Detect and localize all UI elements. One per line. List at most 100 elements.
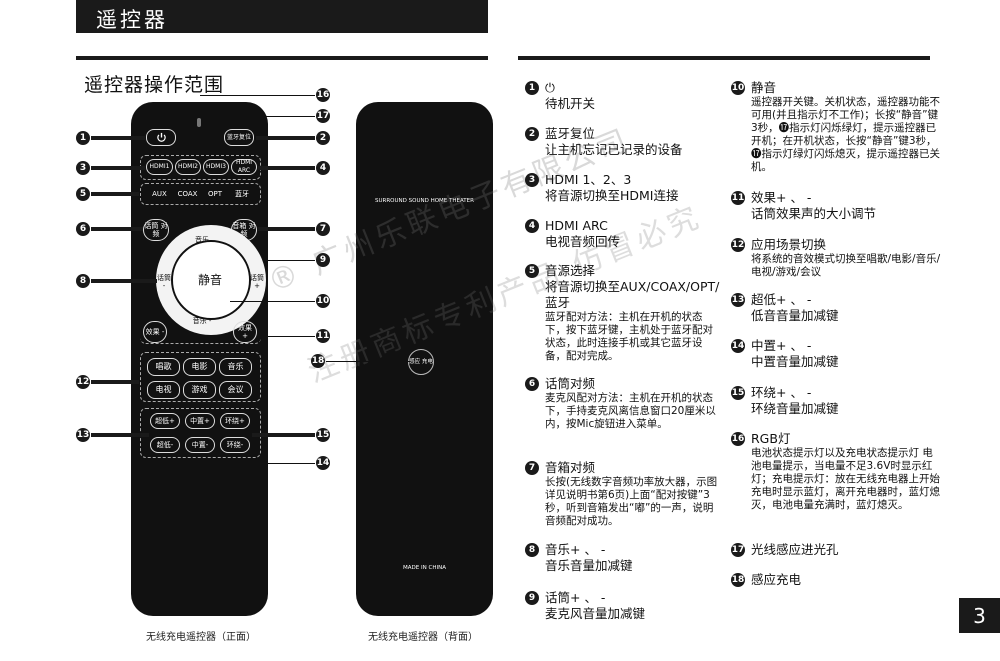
center-up-button[interactable]: 中置+	[185, 413, 215, 429]
desc-title-9: 话筒+ 、 -	[545, 590, 606, 605]
hdmi-arc-button[interactable]: HDMI ARC	[231, 159, 257, 175]
hdmi2-button[interactable]: HDMI2	[175, 159, 201, 175]
bluetooth-source-button[interactable]: 蓝牙	[235, 190, 249, 198]
scene-game-button[interactable]: 游戏	[183, 381, 216, 399]
callout-6: 6	[76, 222, 90, 236]
desc-title-18: 感应充电	[751, 572, 802, 587]
callout-1: 1	[76, 131, 90, 145]
coax-button[interactable]: COAX	[177, 190, 198, 198]
leader-4	[258, 166, 315, 170]
music-down-button[interactable]: 音乐 -	[192, 317, 212, 325]
callout-2: 2	[316, 131, 330, 145]
effect-down-button[interactable]: 效果 -	[143, 321, 167, 343]
mic-up-button[interactable]: 话筒 +	[250, 274, 264, 290]
bt-reset-button[interactable]: 蓝牙复位	[224, 129, 254, 146]
mic-pair-button[interactable]: 话筒 对频	[143, 219, 169, 241]
scene-sing-button[interactable]: 唱歌	[147, 358, 180, 376]
callout-4: 4	[316, 161, 330, 175]
desc-text-5: 将音源切换至AUX/COAX/OPT/蓝牙	[545, 279, 720, 310]
callout-13: 13	[76, 428, 90, 442]
sub-down-button[interactable]: 超低-	[150, 437, 180, 453]
back-caption: 无线充电遥控器（背面）	[368, 632, 478, 643]
desc-title-17: 光线感应进光孔	[751, 542, 839, 557]
scene-movie-button[interactable]: 电影	[183, 358, 216, 376]
desc-item-14: 14 中置+ 、 - 中置音量加减键	[731, 338, 931, 370]
leader-2	[256, 136, 315, 140]
callout-16: 16	[316, 88, 330, 102]
right-divider	[518, 56, 930, 60]
leader-17	[210, 116, 315, 117]
desc-title-11: 效果+ 、 -	[751, 190, 812, 205]
desc-item-3: 3 HDMI 1、2、3 将音源切换至HDMI连接	[525, 172, 725, 204]
desc-note-5: 蓝牙配对方法：主机在开机的状态下，按下蓝牙键，主机处于蓝牙配对状态，此时连接手机…	[545, 311, 713, 362]
desc-item-15: 15 环绕+ 、 - 环绕音量加减键	[731, 385, 931, 417]
opt-button[interactable]: OPT	[207, 190, 222, 198]
desc-text-13: 低音音量加减键	[751, 308, 839, 323]
leader-7	[258, 227, 315, 231]
desc-title-8: 音乐+ 、 -	[545, 542, 606, 557]
desc-note-16: 电池状态提示灯以及充电状态提示灯 电池电量提示，当电量不足3.6V时显示红灯；充…	[751, 447, 940, 511]
desc-item-8: 8 音乐+ 、 - 音乐音量加减键	[525, 542, 725, 574]
callout-11: 11	[316, 329, 330, 343]
leader-8	[91, 279, 157, 283]
leader-16	[200, 95, 315, 96]
desc-item-13: 13 超低+ 、 - 低音音量加减键	[731, 292, 931, 324]
mute-button[interactable]: 静音	[197, 273, 222, 287]
desc-item-9: 9 话筒+ 、 - 麦克风音量加减键	[525, 590, 725, 622]
desc-text-14: 中置音量加减键	[751, 354, 839, 369]
leader-11	[262, 336, 315, 337]
effect-up-button[interactable]: 效果 +	[233, 321, 257, 343]
center-down-button[interactable]: 中置-	[185, 437, 215, 453]
desc-title-3: HDMI 1、2、3	[545, 172, 632, 187]
aux-button[interactable]: AUX	[152, 190, 167, 198]
desc-title-15: 环绕+ 、 -	[751, 385, 812, 400]
callout-10: 10	[316, 294, 330, 308]
scene-music-button[interactable]: 音乐	[219, 358, 252, 376]
page-header-title: 遥控器	[96, 8, 168, 32]
desc-item-11: 11 效果+ 、 - 话筒效果声的大小调节	[731, 190, 931, 222]
desc-item-7: 7 音箱对频 长按(无线数字音频功率放大器，示图详见说明书第6页)上面“配对按键…	[525, 460, 720, 528]
callout-5: 5	[76, 187, 90, 201]
power-button[interactable]	[146, 129, 176, 146]
callout-9: 9	[316, 253, 330, 267]
desc-note-6: 麦克风配对方法：主机在开机的状态下，手持麦克风离信息窗口20厘米以内，按Mic旋…	[545, 392, 716, 430]
desc-text-15: 环绕音量加减键	[751, 401, 839, 416]
desc-item-2: 2 蓝牙复位 让主机忘记已记录的设备	[525, 126, 725, 158]
desc-title-13: 超低+ 、 -	[751, 292, 812, 307]
hdmi1-button[interactable]: HDMI1	[146, 159, 173, 175]
callout-12: 12	[76, 375, 90, 389]
effect-group	[140, 317, 261, 344]
leader-3	[91, 166, 145, 170]
callout-15: 15	[316, 428, 330, 442]
surround-down-button[interactable]: 环绕-	[220, 437, 250, 453]
scene-tv-button[interactable]: 电视	[147, 381, 180, 399]
leader-9	[264, 260, 315, 261]
desc-text-8: 音乐音量加减键	[545, 558, 633, 573]
desc-item-10: 10 静音 遥控器开关键。关机状态，遥控器功能不可用(并且指示灯不工作)；长按“…	[731, 80, 940, 173]
hdmi3-button[interactable]: HDMI3	[203, 159, 229, 175]
desc-text-1: 待机开关	[545, 96, 596, 111]
power-icon	[156, 132, 166, 142]
desc-note-12: 将系统的音效模式切换至唱歌/电影/音乐/电视/游戏/会议	[751, 253, 941, 278]
desc-text-11: 话筒效果声的大小调节	[751, 206, 877, 221]
desc-item-16: 16 RGB灯 电池状态提示灯以及充电状态提示灯 电池电量提示，当电量不足3.6…	[731, 431, 940, 511]
callout-17: 17	[316, 109, 330, 123]
leader-10	[230, 301, 315, 302]
leader-6	[91, 227, 143, 231]
scene-meeting-button[interactable]: 会议	[219, 381, 252, 399]
leader-13	[91, 433, 149, 437]
desc-text-2: 让主机忘记已记录的设备	[545, 142, 683, 157]
desc-title-4: HDMI ARC	[545, 218, 608, 233]
desc-item-4: 4 HDMI ARC 电视音频回传	[525, 218, 725, 250]
desc-item-5: 5 音源选择 将音源切换至AUX/COAX/OPT/蓝牙 蓝牙配对方法：主机在开…	[525, 263, 720, 363]
sub-up-button[interactable]: 超低+	[150, 413, 180, 429]
callout-3: 3	[76, 161, 90, 175]
surround-up-button[interactable]: 环绕+	[220, 413, 250, 429]
mic-down-button[interactable]: 话筒 -	[157, 274, 171, 290]
desc-item-12: 12 应用场景切换 将系统的音效模式切换至唱歌/电影/音乐/电视/游戏/会议	[731, 237, 941, 278]
desc-title-10: 静音	[751, 80, 777, 95]
desc-item-1: 1 ⏻ 待机开关	[525, 80, 725, 112]
leader-12	[91, 380, 139, 384]
page-number: 3	[959, 598, 1000, 633]
desc-title-16: RGB灯	[751, 431, 791, 446]
